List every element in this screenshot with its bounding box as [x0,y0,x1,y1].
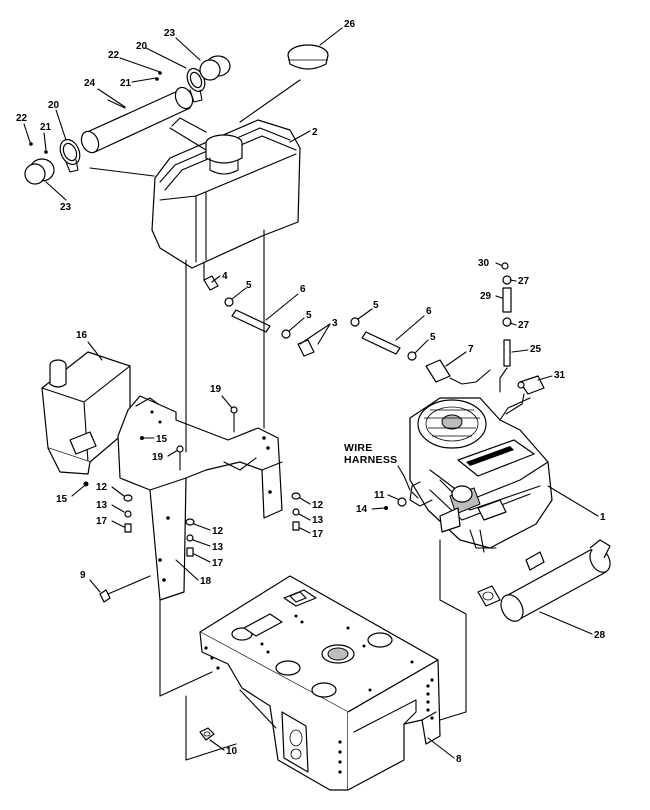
hardware-stack-right: 12 13 17 [291,492,324,540]
callout-5b: 5 [306,310,312,321]
washer-bolt-11-14: 11 14 [356,490,407,515]
callout-12b: 12 [212,526,224,537]
callout-19b: 19 [152,452,164,463]
callout-17a: 17 [96,516,108,527]
top-left-leaders: 23 20 22 21 20 22 21 23 [16,28,201,213]
hardware-stack-middle: 12 13 17 [185,518,224,569]
hardware-stack-left: 12 13 17 [96,482,133,533]
callout-27a: 27 [518,276,530,287]
wire-harness-label-line1: WIRE [344,442,373,454]
callout-13a: 13 [96,500,108,511]
callout-20a: 20 [136,41,148,52]
callout-4: 4 [222,271,228,282]
callout-22b: 22 [16,113,28,124]
fuel-line-parts: 4 5 6 5 3 5 6 5 7 [203,271,491,385]
callout-12c: 12 [312,500,324,511]
callout-20b: 20 [48,100,60,111]
bolt-9: 9 [80,570,151,603]
callout-14: 14 [356,504,368,515]
callout-5d: 5 [430,332,436,343]
callout-2: 2 [312,127,318,138]
callout-17b: 17 [212,558,224,569]
callout-23a: 23 [164,28,176,39]
callout-5c: 5 [373,300,379,311]
callout-13b: 13 [212,542,224,553]
assembly-line-cap [239,79,301,123]
callout-22a: 22 [108,50,120,61]
callout-1: 1 [600,512,606,523]
callout-15a: 15 [156,434,168,445]
fitting-parts: 30 27 29 27 25 31 [478,258,566,415]
assembly-line-3 [89,167,155,177]
end-cap-right [199,55,231,81]
callout-29: 29 [480,291,492,302]
callout-3: 3 [332,318,338,329]
callout-15b: 15 [56,494,68,505]
callout-10: 10 [226,746,238,757]
callout-27b: 27 [518,320,530,331]
engine: 1 [409,397,606,553]
callout-30: 30 [478,258,490,269]
wire-harness-end [411,491,419,499]
alignment-lines [159,229,467,761]
fuel-cap: 26 [287,19,356,70]
callout-7: 7 [468,344,474,355]
callout-23b: 23 [60,202,72,213]
callout-16: 16 [76,330,88,341]
frame-8: 8 [199,575,462,791]
callout-8: 8 [456,754,462,765]
callout-9: 9 [80,570,86,581]
assembly-line-2 [171,117,207,133]
wire-harness-label-line2: HARNESS [344,454,397,466]
assembly-line-1 [169,127,207,151]
frame-holes-column [204,646,434,774]
callout-21a: 21 [120,78,132,89]
box-16: 16 [41,330,131,475]
callout-25: 25 [530,344,542,355]
callout-26: 26 [344,19,356,30]
callout-24: 24 [84,78,96,89]
nut-10: 10 [199,727,238,757]
callout-17c: 17 [312,529,324,540]
callouts-15-19: 15 15 19 19 [56,384,238,505]
wire-harness-leader [397,465,411,491]
callout-28: 28 [594,630,606,641]
callout-5a: 5 [246,280,252,291]
clamp-left [59,138,81,173]
muffler: 28 [477,539,611,641]
callout-11: 11 [374,490,385,501]
end-cap-left [24,158,55,185]
bracket-18: 18 [117,395,283,601]
fuel-tank [151,119,301,269]
callout-12a: 12 [96,482,108,493]
callout-19a: 19 [210,384,222,395]
air-filter-tube: 24 [80,78,194,154]
callout-21b: 21 [40,122,52,133]
callout-13c: 13 [312,515,324,526]
callout-31: 31 [554,370,566,381]
callout-18: 18 [200,576,212,587]
callout-6b: 6 [426,306,432,317]
callout-6a: 6 [300,284,306,295]
